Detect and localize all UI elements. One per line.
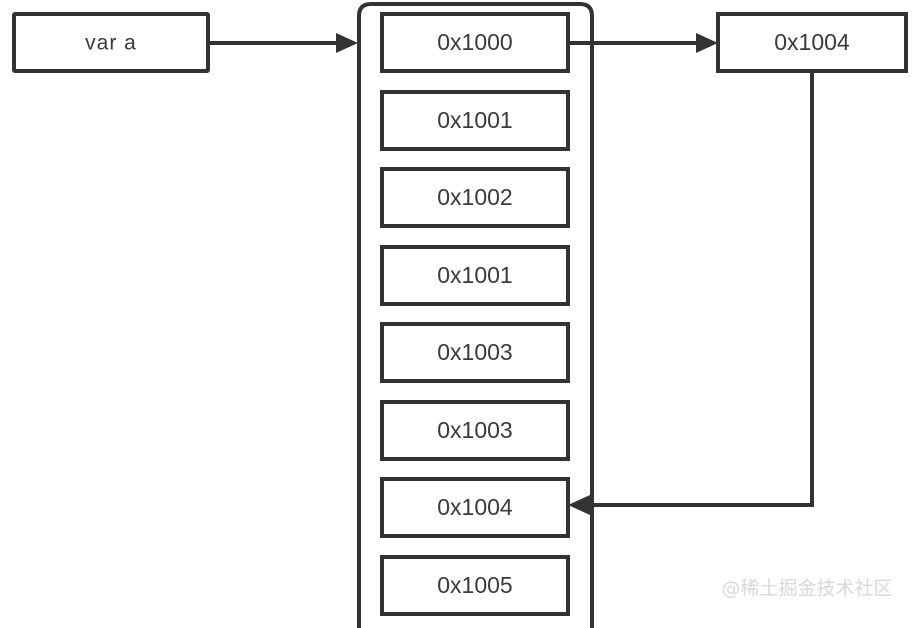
connector-target-to-cell6-arrowhead xyxy=(568,495,590,515)
memory-cell-1-rect xyxy=(380,90,570,151)
memory-cell-1-label: 0x1001 xyxy=(437,107,512,133)
connector-target-to-cell6 xyxy=(568,71,814,515)
connector-cell0-to-target xyxy=(568,33,718,53)
memory-cell-7-rect xyxy=(380,555,570,616)
target-box[interactable]: 0x1004 xyxy=(716,12,908,73)
memory-cell-5-rect xyxy=(380,400,570,461)
memory-cell-6-rect xyxy=(380,477,570,538)
memory-cell-7-label: 0x1005 xyxy=(437,572,512,598)
memory-container-outline xyxy=(357,2,594,628)
memory-cell-5-label: 0x1003 xyxy=(437,417,512,443)
memory-cell-6-label: 0x1004 xyxy=(437,494,513,520)
memory-cell-4[interactable]: 0x1003 xyxy=(380,322,570,383)
connector-target-to-cell6-path xyxy=(578,71,814,507)
target-box-label: 0x1004 xyxy=(774,29,850,55)
memory-cell-5[interactable]: 0x1003 xyxy=(380,400,570,461)
variable-box-label: var a xyxy=(85,32,137,55)
memory-cell-3-rect xyxy=(380,245,570,306)
variable-box[interactable]: var a xyxy=(12,12,210,73)
connector-var-to-memory-arrowhead xyxy=(336,33,358,53)
connector-cell0-to-target-arrowhead xyxy=(696,33,718,53)
memory-cell-6[interactable]: 0x1004 xyxy=(380,477,570,538)
memory-cell-4-rect xyxy=(380,322,570,383)
memory-cell-2[interactable]: 0x1002 xyxy=(380,167,570,228)
memory-cell-0[interactable]: 0x1000 xyxy=(380,12,570,73)
memory-cell-4-label: 0x1003 xyxy=(437,339,512,365)
connector-var-to-memory xyxy=(208,33,358,53)
watermark-label: @稀土掘金技术社区 xyxy=(721,578,892,600)
memory-cell-2-label: 0x1002 xyxy=(437,184,512,210)
memory-cell-7[interactable]: 0x1005 xyxy=(380,555,570,616)
memory-cell-1[interactable]: 0x1001 xyxy=(380,90,570,151)
memory-cell-3-label: 0x1001 xyxy=(437,262,512,288)
memory-cell-0-label: 0x1000 xyxy=(437,29,512,55)
memory-cell-3[interactable]: 0x1001 xyxy=(380,245,570,306)
memory-cell-2-rect xyxy=(380,167,570,228)
